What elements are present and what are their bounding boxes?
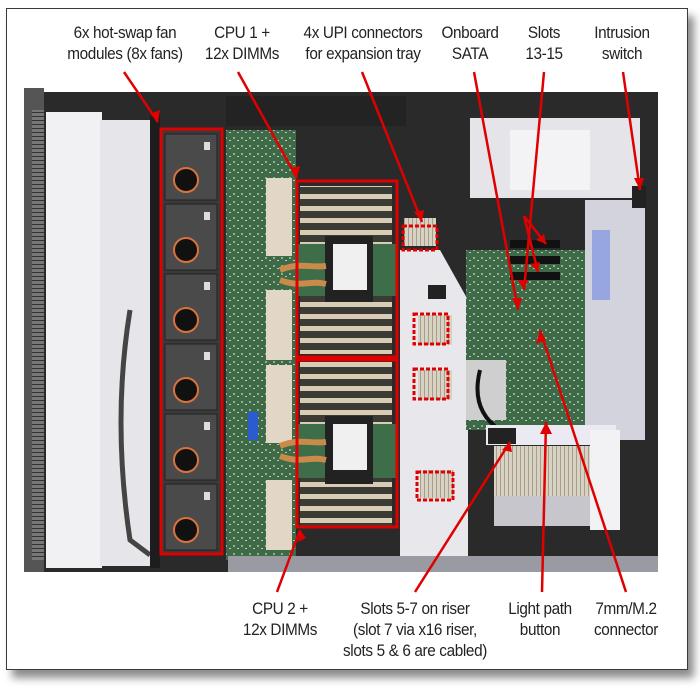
label-line: 7mm/M.2 bbox=[595, 599, 657, 618]
label-line: Light path bbox=[508, 599, 572, 618]
upi-box-3 bbox=[412, 367, 450, 401]
label-line: modules (8x fans) bbox=[67, 44, 183, 63]
label-m2-connector: 7mm/M.2 connector bbox=[588, 598, 664, 640]
fan-label bbox=[204, 142, 210, 150]
fan-bay bbox=[162, 128, 220, 554]
label-cpu1-dimms: CPU 1 + 12x DIMMs bbox=[199, 22, 285, 64]
fan-label bbox=[204, 352, 210, 360]
label-fan-modules: 6x hot-swap fan modules (8x fans) bbox=[58, 22, 193, 64]
label-intrusion-switch: Intrusion switch bbox=[584, 22, 660, 64]
label-line: SATA bbox=[451, 44, 489, 63]
arrow-upi bbox=[360, 71, 424, 223]
label-upi-connectors: 4x UPI connectors for expansion tray bbox=[296, 22, 431, 64]
label-line: for expansion tray bbox=[305, 44, 421, 63]
drive-cage bbox=[46, 112, 102, 568]
label-line: 12x DIMMs bbox=[204, 44, 280, 63]
label-slots-13-15: Slots 13-15 bbox=[515, 22, 573, 64]
fan-label bbox=[204, 492, 210, 500]
arrow-cpu2 bbox=[275, 529, 302, 593]
fan-label bbox=[204, 212, 210, 220]
label-line: Slots 5-7 on riser bbox=[360, 599, 470, 618]
fan-icon bbox=[173, 237, 199, 263]
label-cpu2-dimms: CPU 2 + 12x DIMMs bbox=[237, 598, 323, 640]
label-line: 13-15 bbox=[525, 44, 563, 63]
label-line: CPU 1 + bbox=[214, 23, 270, 42]
fan-highlight-box bbox=[159, 127, 224, 556]
fan-icon bbox=[173, 447, 199, 473]
callouts bbox=[122, 71, 644, 593]
fan-icon bbox=[173, 307, 199, 333]
label-line: 4x UPI connectors bbox=[303, 23, 423, 42]
label-line: button bbox=[519, 620, 561, 639]
upi-box-2 bbox=[412, 312, 450, 346]
label-line: slots 5 & 6 are cabled) bbox=[343, 641, 487, 660]
upi-box-1 bbox=[401, 224, 439, 252]
arrow-m2 bbox=[538, 329, 628, 593]
blue-latch bbox=[248, 412, 258, 440]
arrow-sata bbox=[472, 71, 520, 311]
arrow-lightpath bbox=[540, 421, 548, 593]
label-line: 12x DIMMs bbox=[242, 620, 318, 639]
fan-label bbox=[204, 422, 210, 430]
label-line: Slots bbox=[527, 23, 561, 42]
fan-label bbox=[204, 282, 210, 290]
cpu1-highlight-box bbox=[295, 179, 399, 359]
motherboard bbox=[226, 96, 658, 572]
label-line: CPU 2 + bbox=[252, 599, 308, 618]
fan-icon bbox=[173, 377, 199, 403]
intrusion-switch bbox=[632, 186, 646, 208]
cpu2-highlight-box bbox=[295, 358, 399, 529]
upi-box-4 bbox=[415, 470, 455, 502]
label-line: switch bbox=[601, 44, 643, 63]
label-riser-slots: Slots 5-7 on riser (slot 7 via x16 riser… bbox=[339, 598, 492, 661]
arrow-cpu1 bbox=[236, 71, 299, 179]
cpu2-heatsink-label bbox=[333, 424, 367, 470]
label-light-path-button: Light path button bbox=[506, 598, 574, 640]
cpu1-heatsink-label bbox=[333, 244, 367, 290]
label-line: 6x hot-swap fan bbox=[73, 23, 177, 42]
arrow-slots-1315 bbox=[522, 71, 546, 291]
arrow-intrusion bbox=[621, 71, 642, 191]
label-line: Onboard bbox=[441, 23, 499, 42]
arrow-riser bbox=[413, 441, 512, 593]
fan-icon bbox=[173, 517, 199, 543]
label-onboard-sata: Onboard SATA bbox=[434, 22, 506, 64]
label-line: Intrusion bbox=[594, 23, 650, 42]
label-line: (slot 7 via x16 riser, bbox=[353, 620, 477, 639]
label-line: connector bbox=[594, 620, 658, 639]
fan-icon bbox=[173, 167, 199, 193]
